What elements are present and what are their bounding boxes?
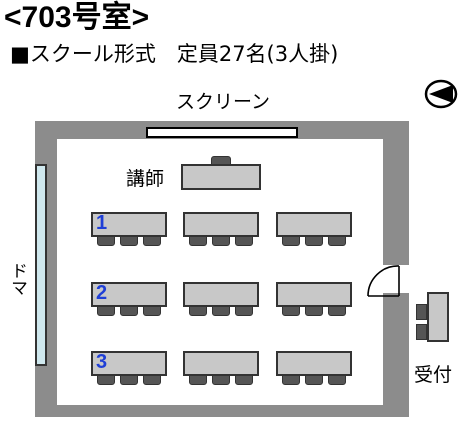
table-number: 1 — [96, 212, 108, 234]
desk-chair — [212, 236, 230, 246]
desk-chair — [235, 236, 253, 246]
layout-subtitle: ■スクール形式 定員27名(3人掛) — [10, 42, 339, 66]
window-strip — [35, 164, 47, 366]
table-number: 2 — [96, 282, 108, 304]
desk-table — [276, 351, 352, 376]
reception-label: 受付 — [414, 364, 453, 386]
wall-right-lower — [383, 293, 409, 417]
screen-label: スクリーン — [176, 91, 271, 113]
desk-table — [183, 282, 259, 307]
desk-table — [183, 212, 259, 237]
desk-chair — [212, 306, 230, 316]
room-title: <703号室> — [4, 1, 150, 34]
desk-chair — [328, 236, 346, 246]
desk-chair — [143, 306, 161, 316]
desk-chair — [97, 236, 115, 246]
desk-chair — [328, 375, 346, 385]
wall-right-upper — [383, 121, 409, 265]
desk-chair — [282, 236, 300, 246]
desk-chair — [97, 375, 115, 385]
desk-chair — [189, 375, 207, 385]
desk-chair — [282, 375, 300, 385]
desk-chair — [328, 306, 346, 316]
reception-chair — [416, 304, 427, 320]
desk-chair — [305, 306, 323, 316]
desk-chair — [120, 236, 138, 246]
desk-table — [276, 212, 352, 237]
desk-chair — [212, 375, 230, 385]
desk-chair — [143, 236, 161, 246]
desk-chair — [120, 306, 138, 316]
desk-chair — [120, 375, 138, 385]
desk-chair — [97, 306, 115, 316]
desk-table — [183, 351, 259, 376]
desk-table — [276, 282, 352, 307]
table-number: 3 — [96, 351, 108, 373]
reception-chair — [416, 324, 427, 340]
lectern-table — [181, 164, 261, 190]
door-swing-icon — [367, 265, 400, 297]
desk-chair — [189, 236, 207, 246]
desk-chair — [282, 306, 300, 316]
doma-label: ドマ — [7, 262, 27, 296]
desk-table — [91, 351, 167, 376]
projection-screen — [146, 127, 298, 138]
desk-chair — [235, 306, 253, 316]
desk-chair — [305, 375, 323, 385]
desk-chair — [143, 375, 161, 385]
compass-arrow-icon — [424, 79, 458, 109]
lecturer-label: 講師 — [126, 168, 165, 190]
reception-desk — [427, 292, 449, 342]
desk-chair — [235, 375, 253, 385]
desk-chair — [305, 236, 323, 246]
desk-chair — [189, 306, 207, 316]
